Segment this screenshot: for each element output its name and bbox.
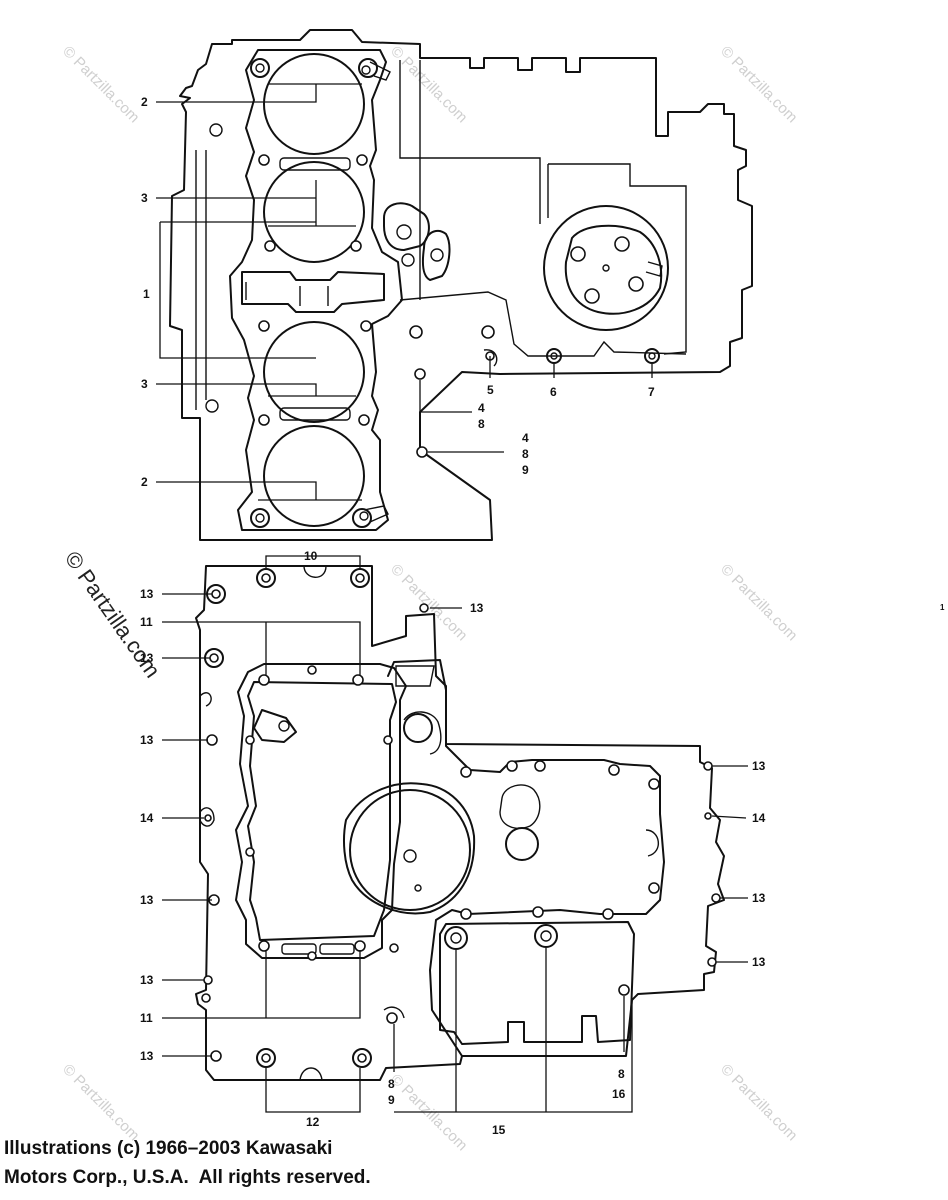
watermark: © Partzilla.com: [59, 1061, 142, 1144]
callout-14: 14: [752, 811, 766, 825]
callout-8: 8: [478, 417, 485, 431]
callout-7: 7: [648, 385, 655, 399]
callout-13: 13: [752, 759, 766, 773]
callout-1: 1: [143, 287, 150, 301]
callout-15: 15: [492, 1123, 506, 1137]
copyright-line-1: Illustrations (c) 1966–2003 Kawasaki: [4, 1138, 333, 1159]
callout-3: 3: [141, 191, 148, 205]
watermark: © Partzilla.com: [387, 561, 470, 644]
lower-crankcase-gasket: [195, 565, 725, 1081]
callout-8: 8: [618, 1067, 625, 1081]
leader-lines: [156, 83, 748, 1113]
callout-9: 9: [522, 463, 529, 477]
callout-labels: 2 3 1 3 2 5 6 7 4 8 4 8 9 10 13 13 11 13…: [140, 95, 945, 1137]
callout-13: 13: [140, 587, 154, 601]
callout-13: 13: [140, 651, 154, 665]
copyright-notice: Illustrations (c) 1966–2003 Kawasaki Mot…: [4, 1134, 371, 1192]
callout-6: 6: [550, 385, 557, 399]
callout-2: 2: [141, 475, 148, 489]
callout-11: 11: [140, 1011, 153, 1025]
callout-12: 12: [306, 1115, 320, 1129]
callout-8: 8: [522, 447, 529, 461]
callout-13: 13: [140, 733, 154, 747]
callout-13: 13: [140, 1049, 154, 1063]
callout-4: 4: [522, 431, 529, 445]
callout-11: 11: [140, 615, 153, 629]
callout-16: 16: [612, 1087, 626, 1101]
callout-8: 8: [388, 1077, 395, 1091]
copyright-line-2: Motors Corp., U.S.A. All rights reserved…: [4, 1167, 371, 1188]
callout-13: 13: [140, 973, 154, 987]
watermark: © Partzilla.com: [59, 43, 142, 126]
callout-13: 13: [752, 891, 766, 905]
callout-4: 4: [478, 401, 485, 415]
callout-10: 10: [304, 549, 318, 563]
callout-13: 13: [470, 601, 484, 615]
callout-9: 9: [388, 1093, 395, 1107]
upper-crankcase-gasket: [169, 29, 753, 541]
stray-mark: 1: [940, 603, 945, 612]
callout-2: 2: [141, 95, 148, 109]
callout-13: 13: [752, 955, 766, 969]
callout-14: 14: [140, 811, 154, 825]
watermark: © Partzilla.com: [717, 1061, 800, 1144]
callout-5: 5: [487, 383, 494, 397]
watermark: © Partzilla.com: [717, 561, 800, 644]
callout-3: 3: [141, 377, 148, 391]
callout-13: 13: [140, 893, 154, 907]
